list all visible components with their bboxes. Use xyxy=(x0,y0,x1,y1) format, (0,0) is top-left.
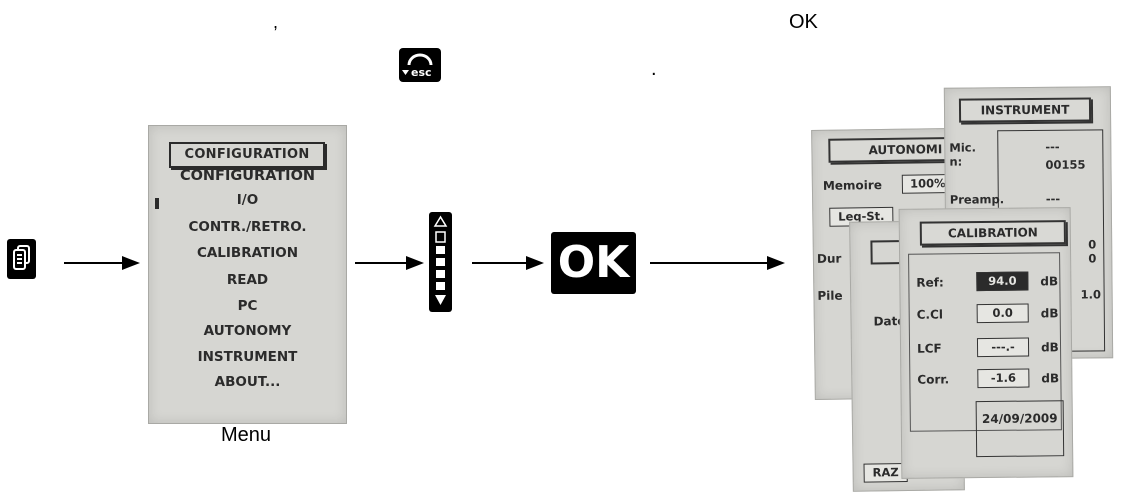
menu-item-instrument[interactable]: INSTRUMENT xyxy=(197,349,298,365)
instrument-title: INSTRUMENT xyxy=(958,97,1092,123)
lcf-value[interactable]: ---.- xyxy=(976,337,1030,358)
calibration-screen: CALIBRATION Ref: 94.0 dB C.Cl 0.0 dB LCF… xyxy=(898,207,1074,479)
mic-value: --- xyxy=(1045,139,1060,154)
arrow-head xyxy=(526,256,544,270)
arrow-menu-to-screen xyxy=(64,262,126,264)
menu-button[interactable] xyxy=(7,239,36,279)
arrow-screen-to-scroll xyxy=(355,262,408,264)
menu-screen-title: CONFIGURATION xyxy=(169,142,325,168)
arrow-scroll-to-ok xyxy=(472,262,528,264)
menu-screen: CONFIGURATION CONFIGURATION I/O CONTR./R… xyxy=(148,125,347,424)
calibration-title: CALIBRATION xyxy=(919,220,1066,246)
mic-label: Mic. xyxy=(949,140,976,155)
menu-item-pc[interactable]: PC xyxy=(237,298,258,314)
n-value: 00155 xyxy=(1045,157,1086,172)
menu-item-contr-retro[interactable]: CONTR./RETRO. xyxy=(188,219,307,235)
esc-return-icon xyxy=(402,53,433,75)
arrow-ok-to-screens xyxy=(650,262,770,264)
menu-item-read[interactable]: READ xyxy=(226,272,269,288)
menu-item-configuration[interactable]: CONFIGURATION xyxy=(179,168,316,184)
dur-label: Dur xyxy=(816,251,842,266)
autonomy-title: AUTONOMI xyxy=(828,136,957,163)
arrow-head xyxy=(767,256,785,270)
ok-key-label: OK xyxy=(557,237,630,288)
instrument-partial-value-1: 0 xyxy=(1088,237,1097,252)
menu-item-io[interactable]: I/O xyxy=(236,192,259,208)
arrow-head xyxy=(122,256,140,270)
header-comma: , xyxy=(273,12,279,32)
ok-key[interactable]: OK xyxy=(551,232,636,294)
scroll-key[interactable] xyxy=(429,212,452,312)
ref-unit: dB xyxy=(1040,274,1059,289)
ccl-label: C.Cl xyxy=(916,307,944,322)
corr-label: Corr. xyxy=(917,372,950,387)
pile-label: Pile xyxy=(817,288,843,303)
ref-label: Ref: xyxy=(916,275,944,290)
lcf-label: LCF xyxy=(916,341,942,356)
ref-value[interactable]: 94.0 xyxy=(976,271,1029,292)
arrow-head xyxy=(406,256,424,270)
menu-document-icon xyxy=(13,245,30,270)
corr-unit: dB xyxy=(1041,371,1060,386)
scroll-up-down-icon xyxy=(433,215,448,305)
corr-value[interactable]: -1.6 xyxy=(977,368,1030,389)
preamp-label: Preamp. xyxy=(949,192,1005,207)
esc-key-label: esc xyxy=(411,66,432,79)
instrument-partial-value-2: 0 xyxy=(1088,251,1097,266)
n-label: n: xyxy=(949,154,963,169)
memoire-label: Memoire xyxy=(822,178,882,193)
menu-selection-cursor xyxy=(155,198,159,209)
instrument-partial-value-3: 1.0 xyxy=(1080,287,1102,302)
esc-key[interactable]: esc xyxy=(399,48,441,82)
menu-item-calibration[interactable]: CALIBRATION xyxy=(196,245,299,261)
preamp-value: --- xyxy=(1045,191,1061,206)
ccl-value[interactable]: 0.0 xyxy=(976,303,1029,324)
menu-caption: Menu xyxy=(221,424,272,446)
header-ok-text: OK xyxy=(789,11,818,33)
calibration-date-box: 24/09/2009 xyxy=(975,400,1065,458)
menu-item-autonomy[interactable]: AUTONOMY xyxy=(203,323,292,339)
calibration-date: 24/09/2009 xyxy=(981,411,1058,427)
header-period: . xyxy=(651,58,657,80)
menu-item-about[interactable]: ABOUT... xyxy=(214,374,281,390)
lcf-unit: dB xyxy=(1040,340,1059,355)
ccl-unit: dB xyxy=(1040,306,1059,321)
